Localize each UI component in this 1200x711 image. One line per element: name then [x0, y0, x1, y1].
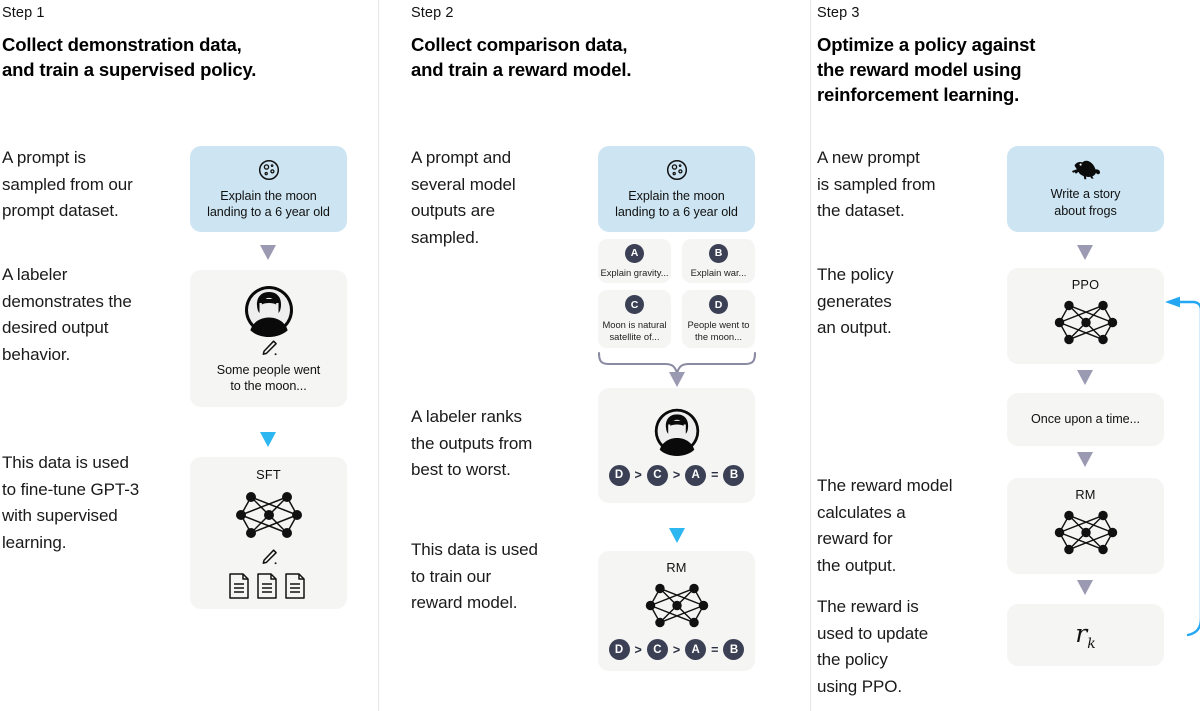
step-3-rm-card[interactable]: RM	[1007, 478, 1164, 574]
step-2-output-card-c[interactable]: C Moon is natural satellite of...	[598, 290, 671, 348]
step-1-arrow-2	[260, 432, 276, 447]
step-3-ppo-title: PPO	[1071, 277, 1100, 292]
step-1-labeler-card[interactable]: Some people went to the moon...	[190, 270, 347, 407]
step-2-ranking-rm: D > C > A = B	[608, 639, 745, 660]
badge-c: C	[625, 295, 644, 314]
step-2-output-card-d[interactable]: D People went to the moon...	[682, 290, 755, 348]
neural-network-icon	[231, 487, 307, 543]
step-2-title-line2: and train a reward model.	[411, 59, 632, 80]
step-3-label: Step 3	[817, 5, 860, 21]
step-2-prompt-card[interactable]: Explain the moon landing to a 6 year old	[598, 146, 755, 232]
rank-badge-d: D	[608, 464, 630, 486]
step-1-sft-title: SFT	[256, 467, 281, 482]
neural-network-icon	[641, 579, 713, 632]
step-1-label: Step 1	[2, 5, 45, 21]
badge-a: A	[625, 243, 644, 263]
rm-rank-op-2: >	[672, 642, 681, 657]
step-1-labeler-caption: Some people went to the moon...	[216, 362, 321, 394]
rank-op-3: =	[711, 468, 719, 482]
step-2-annotation-3: This data is used to train our reward mo…	[411, 540, 538, 612]
step-2-rm-title: RM	[666, 560, 687, 575]
rm-rank-op-3: =	[711, 642, 719, 657]
step-2-output-text-d: People went to the moon...	[687, 319, 750, 342]
step-3-annotation-3: The reward model calculates a reward for…	[817, 476, 953, 575]
step-3-feedback-loop-arrow	[1163, 296, 1200, 642]
step-1-title: Collect demonstration data, and train a …	[2, 32, 362, 82]
step-1-annotation-3: This data is used to fine-tune GPT-3 wit…	[2, 453, 140, 552]
step-2-output-text-c: Moon is natural satellite of...	[602, 319, 667, 342]
step-1-column: Step 1 Collect demonstration data, and t…	[0, 0, 378, 711]
step-2-prompt-caption: Explain the moon landing to a 6 year old	[615, 188, 738, 220]
step-3-title-line1: Optimize a policy against	[817, 34, 1036, 55]
step-2-output-text-b: Explain war...	[690, 266, 747, 278]
step-3-output-text: Once upon a time...	[1031, 412, 1140, 427]
step-1-annotation-2: A labeler demonstrates the desired outpu…	[2, 265, 132, 364]
step-2-output-text-a: Explain gravity...	[600, 266, 669, 278]
rm-rank-badge-b: B	[723, 639, 745, 660]
neural-network-icon	[1050, 506, 1122, 559]
step-3-prompt-caption: Write a story about frogs	[1050, 187, 1121, 218]
step-2-arrow-1	[669, 372, 685, 387]
step-2-title: Collect comparison data, and train a rew…	[411, 32, 781, 82]
step-3-title-line3: reinforcement learning.	[817, 84, 1020, 105]
step-1-prompt-caption: Explain the moon landing to a 6 year old	[207, 188, 330, 220]
step-3-annotation-2: The policy generates an output.	[817, 265, 894, 337]
person-icon	[652, 406, 702, 456]
moon-icon	[257, 158, 281, 182]
step-2-labeler-rank-card[interactable]: D > C > A = B	[598, 388, 755, 503]
reward-symbol: rk	[1075, 618, 1096, 652]
step-1-arrow-1	[260, 245, 276, 260]
step-3-reward-card[interactable]: rk	[1007, 604, 1164, 666]
pencil-icon	[259, 549, 279, 566]
step-2-output-card-b[interactable]: B Explain war...	[682, 239, 755, 283]
step-2-ranking-labeler: D > C > A = B	[608, 464, 745, 486]
step-3-rm-title: RM	[1075, 487, 1096, 502]
rm-rank-op-1: >	[634, 642, 642, 657]
step-3-prompt-card[interactable]: Write a story about frogs	[1007, 146, 1164, 232]
pencil-icon	[259, 339, 279, 357]
step-3-ppo-card[interactable]: PPO	[1007, 268, 1164, 364]
rank-op-2: >	[672, 468, 681, 482]
badge-b: B	[709, 243, 728, 263]
column-divider-1	[378, 0, 379, 711]
step-2-annotation-1: A prompt and several model outputs are s…	[411, 148, 516, 247]
documents-icon	[227, 572, 311, 600]
rank-op-1: >	[634, 468, 642, 482]
step-3-title-line2: the reward model using	[817, 59, 1022, 80]
frog-icon	[1070, 159, 1102, 181]
rank-badge-b: B	[723, 464, 745, 486]
step-1-prompt-card[interactable]: Explain the moon landing to a 6 year old	[190, 146, 347, 232]
rm-rank-badge-c: C	[646, 639, 668, 660]
step-1-title-line2: and train a supervised policy.	[2, 59, 257, 80]
rank-badge-c: C	[646, 464, 668, 486]
step-2-annotation-2: A labeler ranks the outputs from best to…	[411, 407, 533, 479]
step-1-sft-card[interactable]: SFT	[190, 457, 347, 609]
rank-badge-a: A	[685, 464, 707, 486]
badge-d: D	[709, 295, 728, 314]
step-3-title: Optimize a policy against the reward mod…	[817, 32, 1117, 107]
step-2-label: Step 2	[411, 5, 454, 21]
person-icon	[242, 283, 296, 337]
step-3-arrow-1	[1077, 245, 1093, 260]
column-divider-2	[810, 0, 811, 711]
moon-icon	[665, 158, 689, 182]
step-3-output-card[interactable]: Once upon a time...	[1007, 393, 1164, 446]
rm-rank-badge-d: D	[608, 639, 630, 660]
step-2-output-card-a[interactable]: A Explain gravity...	[598, 239, 671, 283]
step-2-arrow-2	[669, 528, 685, 543]
step-2-title-line1: Collect comparison data,	[411, 34, 628, 55]
step-2-column: Step 2 Collect comparison data, and trai…	[379, 0, 810, 711]
step-2-rm-card[interactable]: RM D	[598, 551, 755, 671]
step-3-arrow-4	[1077, 580, 1093, 595]
step-3-annotation-4: The reward is used to update the policy …	[817, 597, 929, 696]
step-3-column: Step 3 Optimize a policy against the rew…	[811, 0, 1200, 711]
step-3-annotation-1: A new prompt is sampled from the dataset…	[817, 148, 936, 220]
step-1-title-line1: Collect demonstration data,	[2, 34, 242, 55]
step-3-arrow-3	[1077, 452, 1093, 467]
step-3-arrow-2	[1077, 370, 1093, 385]
neural-network-icon	[1050, 296, 1122, 349]
step-1-annotation-1: A prompt is sampled from our prompt data…	[2, 148, 133, 220]
rm-rank-badge-a: A	[685, 639, 707, 660]
